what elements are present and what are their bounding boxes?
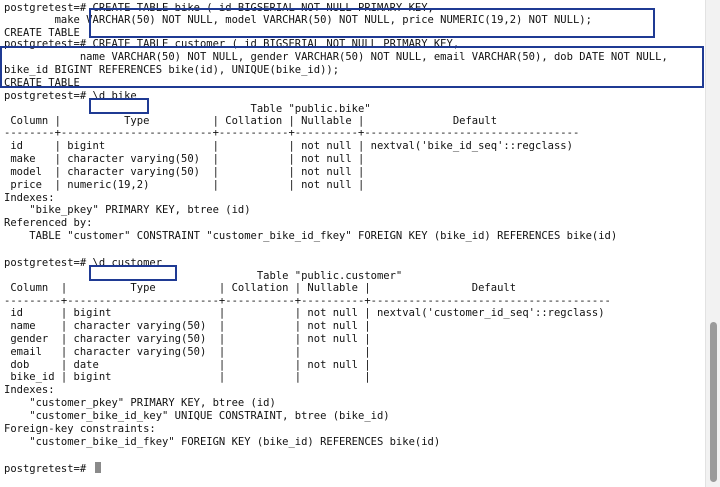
prompt-describe-customer: postgretest=# \d customer (4, 257, 163, 269)
indexes-heading: Indexes: (4, 384, 55, 396)
output-create-table: CREATE TABLE (4, 27, 80, 39)
index-entry: "customer_pkey" PRIMARY KEY, btree (id) (4, 397, 276, 409)
foreign-key-heading: Foreign-key constraints: (4, 423, 156, 435)
current-prompt-line[interactable]: postgretest=# (4, 462, 101, 475)
foreign-key-entry: "customer_bike_id_fkey" FOREIGN KEY (bik… (4, 436, 441, 448)
vertical-scrollbar[interactable] (705, 0, 720, 487)
table-row: make | character varying(50) | | not nul… (4, 153, 365, 165)
table-row: id | bigint | | not null | nextval('bike… (4, 140, 573, 152)
index-entry: "bike_pkey" PRIMARY KEY, btree (id) (4, 204, 251, 216)
table-row: model | character varying(50) | | not nu… (4, 166, 365, 178)
indexes-heading: Indexes: (4, 192, 55, 204)
prompt-create-customer-line-3: bike_id BIGINT REFERENCES bike(id), UNIQ… (4, 64, 340, 76)
table-row: dob | date | | not null | (4, 359, 371, 371)
table-row: gender | character varying(50) | | not n… (4, 333, 371, 345)
reference-entry: TABLE "customer" CONSTRAINT "customer_bi… (4, 230, 618, 242)
table-row: email | character varying(50) | | | (4, 346, 371, 358)
bike-table-header: Column | Type | Collation | Nullable | D… (4, 115, 498, 127)
referenced-by-heading: Referenced by: (4, 217, 93, 229)
table-row: bike_id | bigint | | | (4, 371, 371, 383)
table-row: id | bigint | | not null | nextval('cust… (4, 307, 605, 319)
prompt-create-customer-line-1: postgretest=# CREATE TABLE customer ( id… (4, 38, 460, 50)
index-entry: "customer_bike_id_key" UNIQUE CONSTRAINT… (4, 410, 390, 422)
current-prompt: postgretest=# (4, 463, 93, 475)
bike-table-separator: --------+------------------------+------… (4, 127, 580, 139)
scrollbar-thumb[interactable] (710, 322, 717, 482)
table-row: price | numeric(19,2) | | not null | (4, 179, 365, 191)
text-cursor (94, 462, 101, 473)
prompt-create-bike-line-2: make VARCHAR(50) NOT NULL, model VARCHAR… (4, 14, 592, 26)
table-row: name | character varying(50) | | not nul… (4, 320, 371, 332)
prompt-create-customer-line-2: name VARCHAR(50) NOT NULL, gender VARCHA… (4, 51, 668, 63)
bike-table-title: Table "public.bike" (4, 103, 371, 115)
customer-table-title: Table "public.customer" (4, 270, 403, 282)
prompt-describe-bike: postgretest=# \d bike (4, 90, 137, 102)
customer-table-separator: ---------+------------------------+-----… (4, 295, 611, 307)
output-create-table: CREATE TABLE (4, 77, 80, 89)
customer-table-header: Column | Type | Collation | Nullable | D… (4, 282, 517, 294)
